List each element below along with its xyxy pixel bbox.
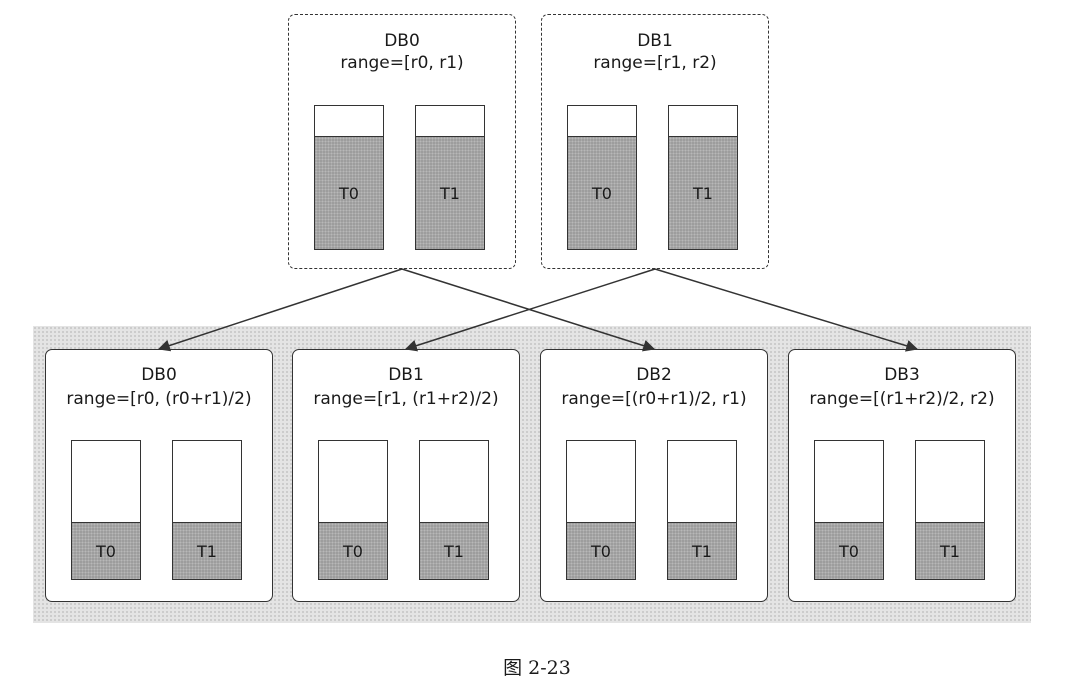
source-db0-box: DB0 range=[r0, r1) T0 T1 bbox=[288, 14, 516, 269]
table-fill: T0 bbox=[315, 136, 383, 249]
table-fill: T0 bbox=[568, 136, 636, 249]
table-fill: T1 bbox=[669, 136, 737, 249]
target-db0-name: DB0 bbox=[141, 365, 177, 385]
target-db1-box: DB1 range=[r1, (r1+r2)/2) T0 T1 bbox=[292, 349, 520, 602]
table-label: T1 bbox=[197, 541, 217, 561]
arrow-db1-to-db3 bbox=[654, 268, 919, 352]
table-fill: T1 bbox=[416, 136, 484, 249]
table-label: T0 bbox=[339, 183, 359, 203]
table-label: T0 bbox=[96, 541, 116, 561]
target-db3-range: range=[(r1+r2)/2, r2) bbox=[809, 389, 995, 409]
table-fill: T1 bbox=[173, 522, 241, 579]
target-db3-table-t0: T0 bbox=[814, 440, 884, 580]
target-db1-table-t1: T1 bbox=[419, 440, 489, 580]
source-db0-range: range=[r0, r1) bbox=[340, 53, 464, 73]
table-fill: T0 bbox=[815, 522, 883, 579]
figure-caption: 图 2-23 bbox=[503, 657, 571, 679]
source-db1-range: range=[r1, r2) bbox=[593, 53, 717, 73]
table-label: T0 bbox=[343, 541, 363, 561]
table-label: T1 bbox=[444, 541, 464, 561]
table-label: T0 bbox=[591, 541, 611, 561]
arrow-db0-to-db0 bbox=[157, 268, 403, 352]
table-label: T1 bbox=[940, 541, 960, 561]
table-label: T1 bbox=[693, 183, 713, 203]
table-label: T1 bbox=[440, 183, 460, 203]
target-db1-range: range=[r1, (r1+r2)/2) bbox=[313, 389, 499, 409]
source-db0-table-t0: T0 bbox=[314, 105, 384, 250]
table-fill: T1 bbox=[668, 522, 736, 579]
table-fill: T0 bbox=[319, 522, 387, 579]
target-db3-name: DB3 bbox=[884, 365, 920, 385]
table-fill: T1 bbox=[916, 522, 984, 579]
target-db3-box: DB3 range=[(r1+r2)/2, r2) T0 T1 bbox=[788, 349, 1016, 602]
target-db0-box: DB0 range=[r0, (r0+r1)/2) T0 T1 bbox=[45, 349, 273, 602]
target-db0-range: range=[r0, (r0+r1)/2) bbox=[66, 389, 252, 409]
table-label: T0 bbox=[839, 541, 859, 561]
source-db1-box: DB1 range=[r1, r2) T0 T1 bbox=[541, 14, 769, 269]
target-db3-table-t1: T1 bbox=[915, 440, 985, 580]
source-db0-name: DB0 bbox=[384, 31, 420, 51]
table-fill: T0 bbox=[72, 522, 140, 579]
target-db1-name: DB1 bbox=[388, 365, 424, 385]
arrow-db0-to-db2 bbox=[401, 268, 656, 352]
target-db2-table-t1: T1 bbox=[667, 440, 737, 580]
target-db1-table-t0: T0 bbox=[318, 440, 388, 580]
table-label: T1 bbox=[692, 541, 712, 561]
target-db0-table-t1: T1 bbox=[172, 440, 242, 580]
target-db2-name: DB2 bbox=[636, 365, 672, 385]
table-label: T0 bbox=[592, 183, 612, 203]
source-db1-table-t1: T1 bbox=[668, 105, 738, 250]
source-db1-name: DB1 bbox=[637, 31, 673, 51]
source-db0-table-t1: T1 bbox=[415, 105, 485, 250]
target-db2-table-t0: T0 bbox=[566, 440, 636, 580]
source-db1-table-t0: T0 bbox=[567, 105, 637, 250]
table-fill: T1 bbox=[420, 522, 488, 579]
target-db0-table-t0: T0 bbox=[71, 440, 141, 580]
target-db2-box: DB2 range=[(r0+r1)/2, r1) T0 T1 bbox=[540, 349, 768, 602]
table-fill: T0 bbox=[567, 522, 635, 579]
arrow-db1-to-db1 bbox=[404, 268, 656, 352]
target-db2-range: range=[(r0+r1)/2, r1) bbox=[561, 389, 747, 409]
